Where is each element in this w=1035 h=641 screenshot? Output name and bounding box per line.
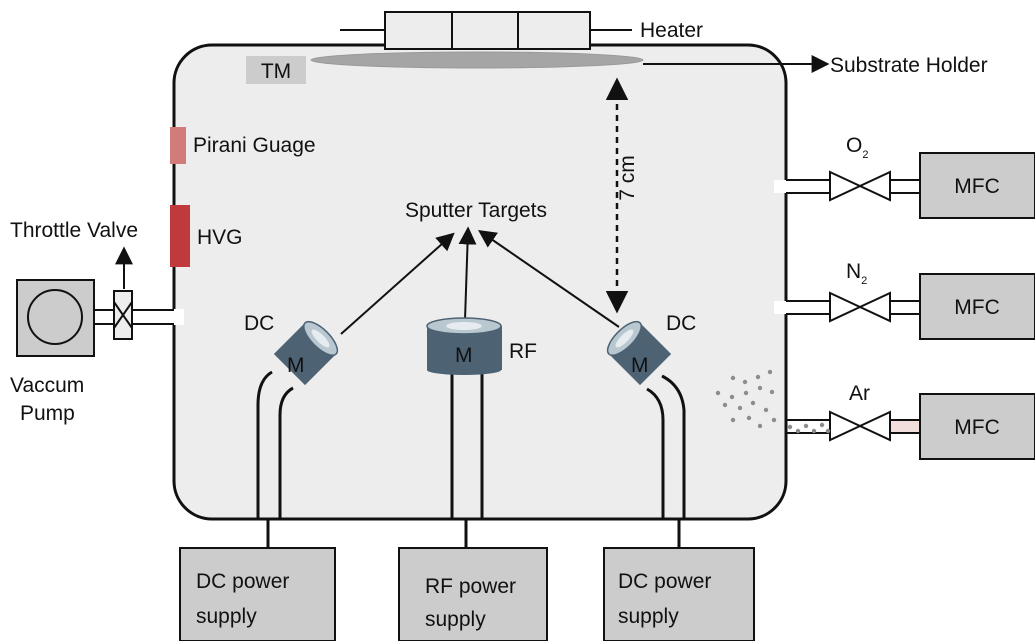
dc-left-label: DC: [244, 312, 274, 335]
valve-o2: [829, 170, 891, 202]
o2-label: O2: [846, 134, 868, 161]
rf-power-line2: supply: [425, 608, 486, 631]
distance-label: 7 cm: [616, 155, 639, 201]
heater-label: Heater: [640, 19, 703, 42]
ar-label: Ar: [849, 382, 870, 405]
dc-power-left-line1: DC power: [196, 570, 289, 593]
target-arrow-right: [478, 229, 620, 328]
rf-m-label: M: [455, 344, 473, 367]
target-arrow-left: [340, 232, 455, 335]
dc-power-supply-right: [603, 547, 755, 641]
valve-ar: [829, 410, 891, 442]
dc-right-label: DC: [666, 312, 696, 335]
mfc-n2: [919, 273, 1035, 340]
vacuum-pump-label-line1: Vaccum: [10, 374, 84, 397]
substrate-holder: [310, 51, 644, 69]
tm-label: TM: [261, 60, 291, 83]
dc-left-m-label: M: [287, 354, 305, 377]
mfc-n2-label: MFC: [954, 296, 1000, 319]
mfc-o2-label: MFC: [954, 175, 1000, 198]
sputter-targets-label: Sputter Targets: [405, 199, 547, 222]
rf-label: RF: [509, 340, 537, 363]
mfc-ar: [919, 393, 1035, 460]
vacuum-pump-label-line2: Pump: [20, 402, 75, 425]
gas-lines: [774, 179, 920, 434]
dc-power-right-line2: supply: [618, 605, 679, 628]
dc-power-left-line2: supply: [196, 605, 257, 628]
throttle-valve-label: Throttle Valve: [10, 219, 138, 242]
pump-line: [94, 309, 184, 325]
target-arrow-center: [458, 226, 477, 321]
pirani-gauge: [170, 127, 186, 164]
vacuum-chamber: [172, 43, 788, 521]
thickness-monitor: [246, 56, 306, 84]
rf-power-line1: RF power: [425, 575, 516, 598]
rf-magnetron: [426, 317, 502, 375]
dc-magnetron-right: [606, 320, 672, 386]
n2-label: N2: [846, 260, 867, 287]
dc-power-right-line1: DC power: [618, 570, 711, 593]
mfc-ar-label: MFC: [954, 416, 1000, 439]
mfc-o2: [919, 152, 1035, 219]
heater: [340, 11, 632, 50]
rf-power-supply: [398, 547, 548, 641]
pirani-gauge-label: Pirani Guage: [193, 134, 316, 157]
vacuum-pump: [16, 279, 95, 357]
dc-magnetron-left: [273, 320, 339, 386]
hvg-label: HVG: [197, 226, 243, 249]
throttle-valve: [113, 290, 133, 340]
dc-power-supply-left: [179, 547, 336, 641]
substrate-holder-label: Substrate Holder: [830, 54, 988, 77]
cables: [256, 370, 686, 548]
hvg-gauge: [170, 205, 190, 267]
gas-particles: [715, 369, 831, 434]
valve-n2: [829, 291, 891, 323]
dc-right-m-label: M: [631, 354, 649, 377]
